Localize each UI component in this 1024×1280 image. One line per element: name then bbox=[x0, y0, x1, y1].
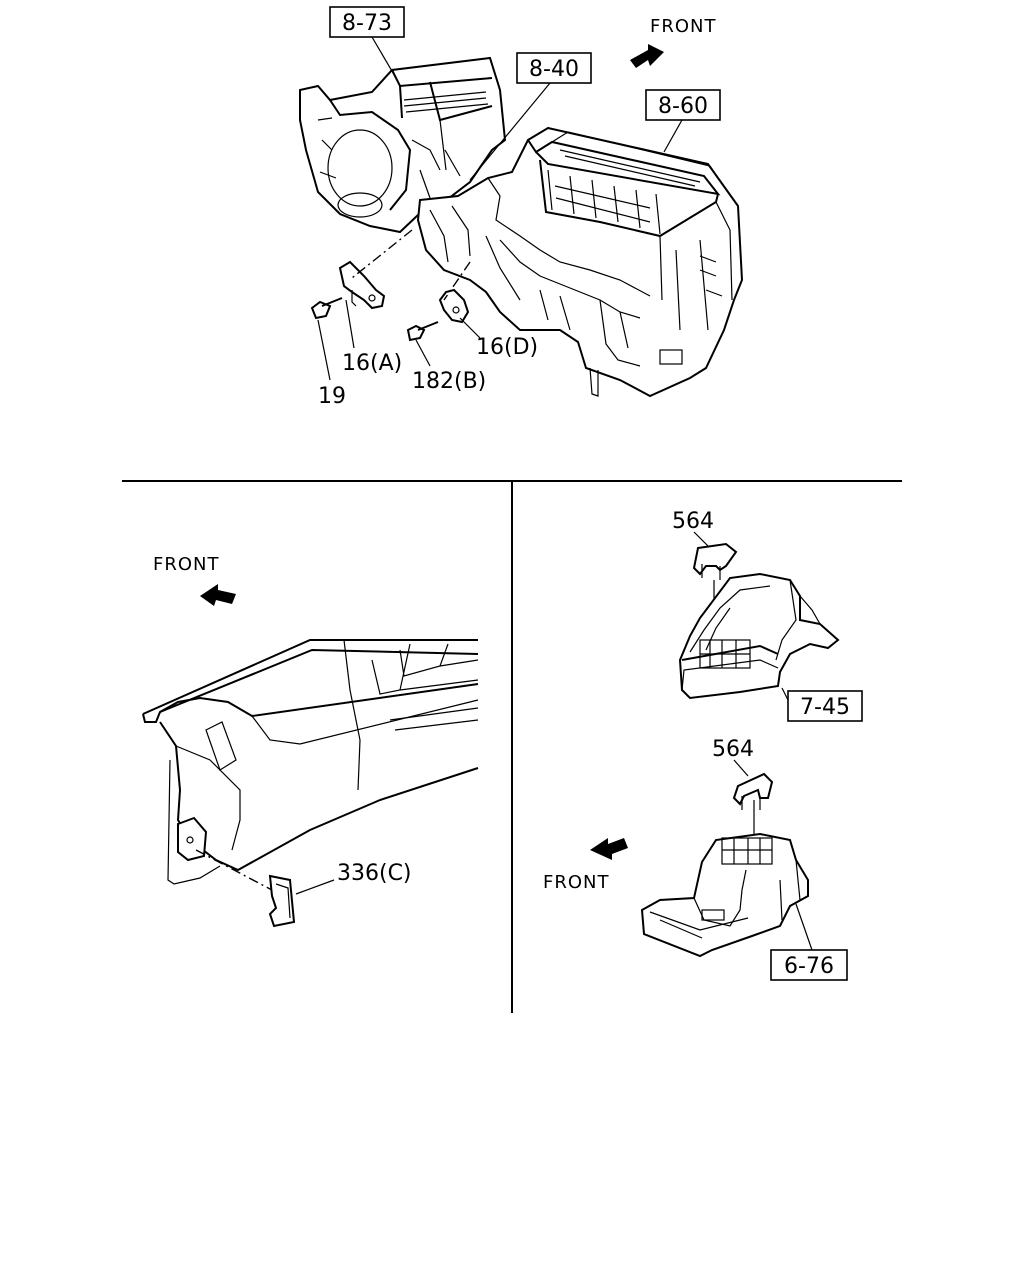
arrow-icon bbox=[200, 584, 236, 606]
svg-text:336(C): 336(C) bbox=[337, 861, 412, 886]
svg-text:6-76: 6-76 bbox=[784, 954, 834, 979]
svg-text:7-45: 7-45 bbox=[800, 695, 850, 720]
svg-text:182(B): 182(B) bbox=[412, 369, 486, 394]
svg-text:8-40: 8-40 bbox=[529, 57, 579, 82]
svg-text:FRONT: FRONT bbox=[153, 554, 220, 575]
svg-text:FRONT: FRONT bbox=[543, 872, 610, 893]
part-label-336c: 336(C) bbox=[295, 861, 412, 895]
svg-text:8-60: 8-60 bbox=[658, 94, 708, 119]
dash-panel-illustration bbox=[142, 639, 479, 928]
front-indicator-right: FRONT bbox=[543, 838, 628, 893]
svg-text:8-73: 8-73 bbox=[342, 11, 392, 36]
front-indicator-top: FRONT bbox=[630, 16, 717, 68]
console-7-45-illustration bbox=[678, 542, 840, 700]
svg-text:19: 19 bbox=[318, 384, 346, 409]
part-label-564-bottom: 564 bbox=[712, 737, 754, 777]
callout-8-73: 8-73 bbox=[329, 6, 405, 79]
svg-text:16(D): 16(D) bbox=[476, 335, 538, 360]
arrow-icon bbox=[590, 838, 628, 860]
svg-text:FRONT: FRONT bbox=[650, 16, 717, 37]
part-label-564-top: 564 bbox=[672, 509, 714, 547]
hvac-assembly-illustration bbox=[299, 56, 744, 398]
front-indicator-left: FRONT bbox=[153, 554, 236, 606]
callout-8-60: 8-60 bbox=[645, 89, 721, 153]
callout-8-40: 8-40 bbox=[469, 52, 592, 181]
svg-text:564: 564 bbox=[672, 509, 714, 534]
arrow-icon bbox=[630, 44, 664, 68]
svg-text:564: 564 bbox=[712, 737, 754, 762]
part-labels-top: 16(A) 19 182(B) 16(D) bbox=[317, 299, 538, 409]
console-6-76-illustration bbox=[640, 772, 809, 958]
callout-6-76: 6-76 bbox=[770, 903, 848, 981]
callout-7-45: 7-45 bbox=[781, 687, 863, 722]
svg-text:16(A): 16(A) bbox=[342, 351, 402, 376]
